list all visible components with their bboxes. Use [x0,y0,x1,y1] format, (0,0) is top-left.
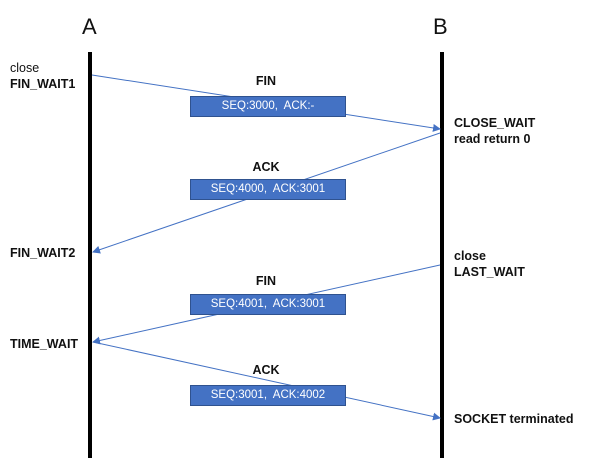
message-name-3: FIN [255,274,277,288]
message-name-2: ACK [252,160,280,174]
a-state-fin-wait2: FIN_WAIT2 [10,246,76,260]
host-b-label: B [433,14,448,39]
host-a-label: A [82,14,97,39]
arrow-ack-2 [92,341,441,421]
a-state-time-wait: TIME_WAIT [10,337,79,351]
packet-box-1: SEQ:3000, ACK:- [190,96,346,117]
b-state-close-wait: CLOSE_WAIT [454,116,536,130]
a-state-fin-wait1: FIN_WAIT1 [10,77,76,91]
b-state-socket-terminated: SOCKET terminated [454,412,574,426]
packet-box-3: SEQ:4001, ACK:3001 [190,294,346,315]
message-name-1: FIN [255,74,277,88]
packet-box-4: SEQ:3001, ACK:4002 [190,385,346,406]
packet-box-2: SEQ:4000, ACK:3001 [190,179,346,200]
message-name-4: ACK [252,363,280,377]
a-state-close: close [10,61,40,75]
b-state-close: close [454,249,486,263]
b-state-read-return: read return 0 [454,132,531,146]
b-state-last-wait: LAST_WAIT [454,265,525,279]
